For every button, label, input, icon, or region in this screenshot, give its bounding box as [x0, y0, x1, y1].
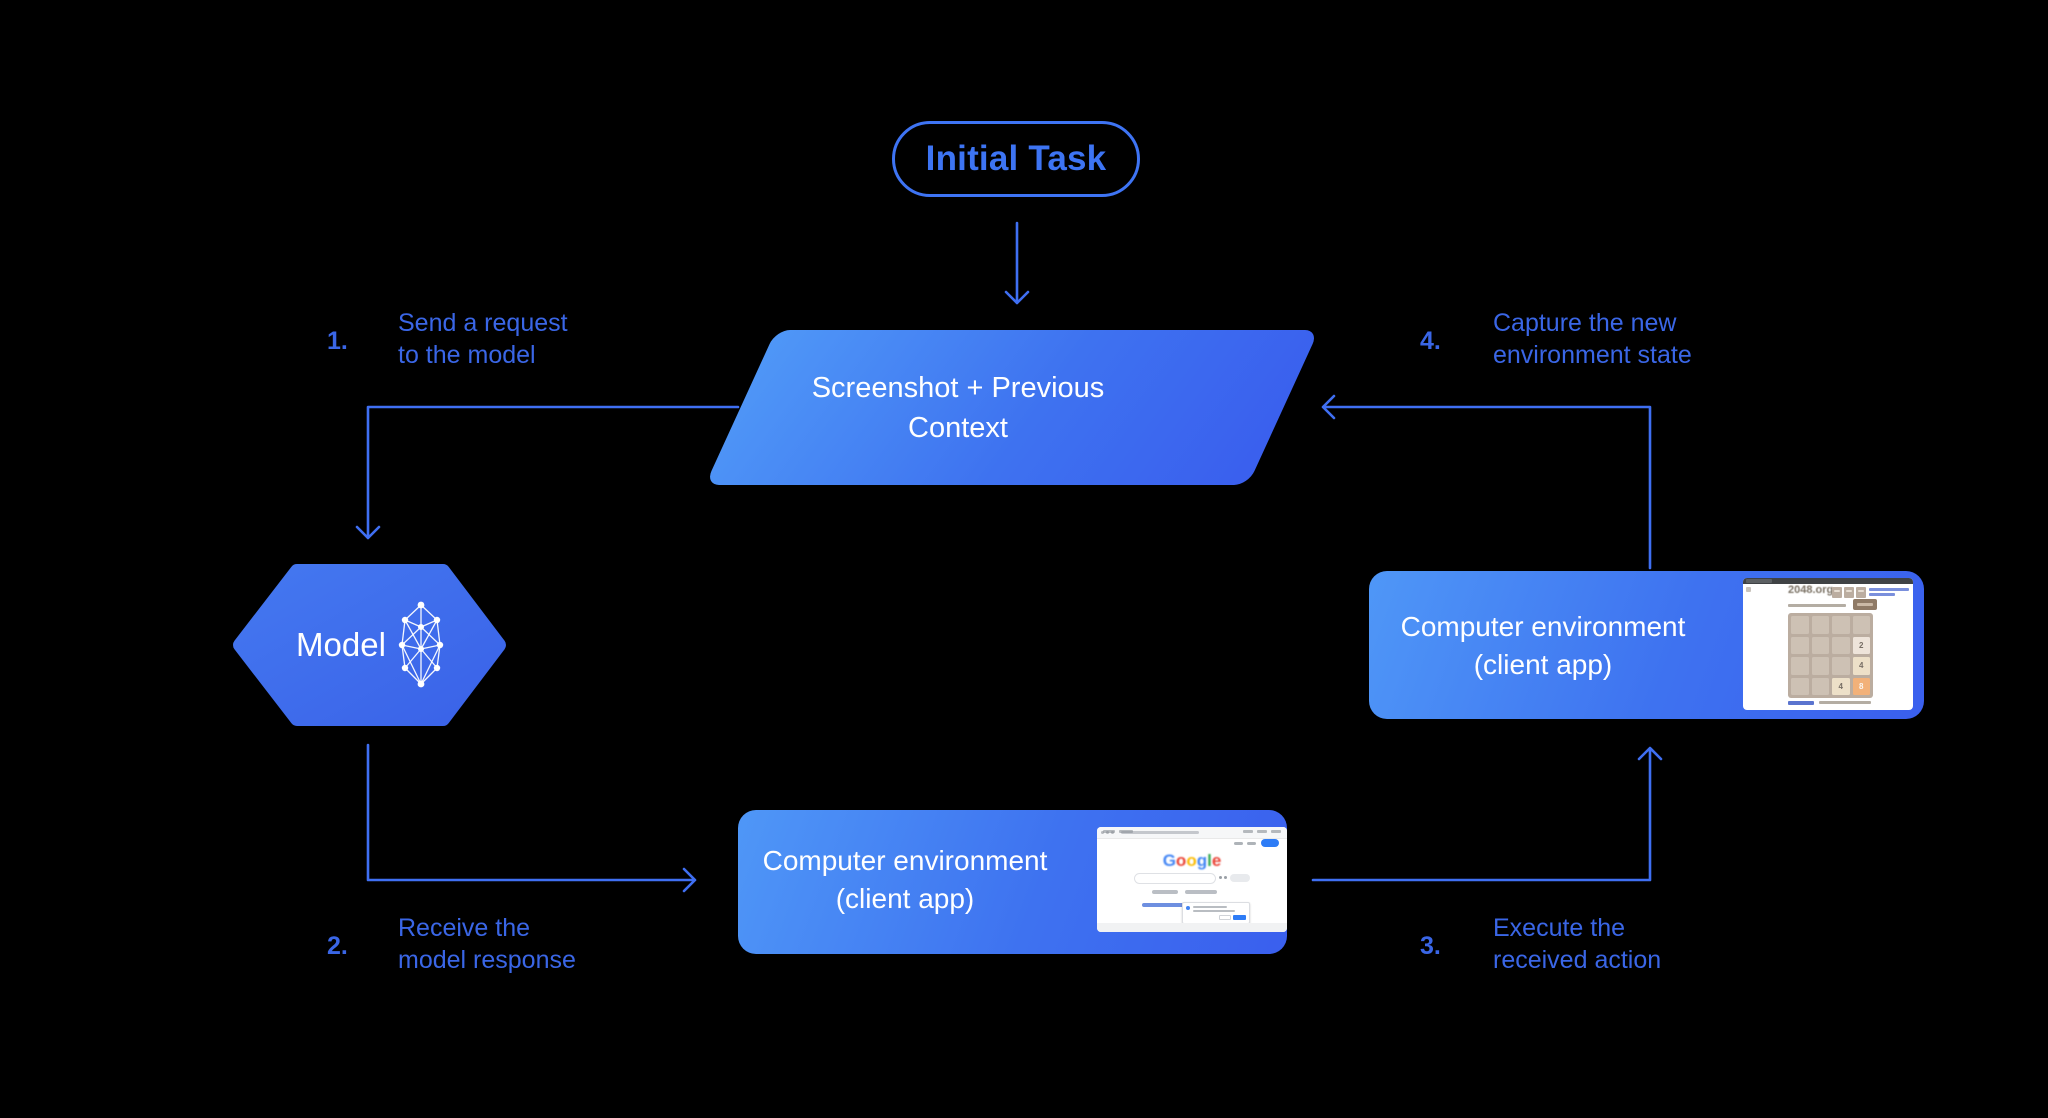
tile-4: 4	[1832, 677, 1850, 695]
context-label: Screenshot + Previous Context	[758, 368, 1158, 448]
empty-cell	[1791, 657, 1809, 675]
window-dot	[1106, 831, 1109, 834]
favicon	[1746, 587, 1751, 592]
empty-cell	[1791, 677, 1809, 695]
env-bottom-line2: (client app)	[835, 883, 975, 914]
dialog-text-line	[1193, 906, 1227, 908]
step-2-label: Receive the model response	[398, 912, 576, 976]
footer-link	[1103, 830, 1115, 833]
env-top-line2: (client app)	[1473, 649, 1613, 680]
empty-cell	[1811, 616, 1829, 634]
search-chip	[1230, 874, 1250, 882]
logo-letter: o	[1175, 851, 1187, 870]
address-bar	[1121, 831, 1199, 834]
google-search-button	[1152, 890, 1178, 894]
logo-letter: l	[1207, 851, 1212, 870]
mic-icon	[1224, 876, 1227, 879]
tile-2: 2	[1852, 636, 1870, 654]
footer-link	[1257, 830, 1267, 833]
mini-browser-chrome	[1743, 578, 1913, 584]
search-icon	[1219, 876, 1222, 879]
neural-network-icon	[398, 601, 444, 688]
env-top-label: Computer environment (client app)	[1369, 608, 1717, 684]
arrow-task-to-context	[1004, 221, 1030, 305]
logo-letter: g	[1196, 851, 1208, 870]
footer-link	[1243, 830, 1253, 833]
score-box	[1832, 587, 1842, 598]
empty-cell	[1832, 616, 1850, 634]
mini-footer	[1097, 923, 1287, 932]
footer-link	[1271, 830, 1281, 833]
step-1-label: Send a request to the model	[398, 307, 568, 371]
step-1-line2: to the model	[398, 341, 536, 369]
empty-cell	[1791, 616, 1809, 634]
logo-letter: o	[1186, 851, 1197, 870]
images-link	[1247, 842, 1256, 845]
arrow-env-to-env	[1311, 746, 1663, 882]
logo-letter: e	[1211, 851, 1222, 870]
env-bottom-label: Computer environment (client app)	[738, 842, 1072, 918]
footer-text	[1819, 701, 1871, 704]
feeling-lucky-button	[1185, 890, 1217, 894]
tile-8: 8	[1852, 677, 1870, 695]
score-box	[1844, 587, 1854, 598]
mini-google-logo: Google	[1097, 851, 1287, 871]
empty-cell	[1791, 636, 1809, 654]
browser-tab	[1746, 579, 1772, 583]
dialog-g-icon	[1186, 906, 1190, 910]
window-dot	[1111, 831, 1114, 834]
step-4-number: 4.	[1420, 327, 1441, 355]
mini-2048-title: 2048.org	[1788, 584, 1834, 596]
footer-link	[1119, 830, 1133, 833]
step-3-number: 3.	[1420, 932, 1441, 960]
how-to-play-link	[1788, 701, 1814, 705]
header-link	[1869, 593, 1895, 596]
dialog-secondary-button	[1219, 915, 1231, 920]
step-1-number: 1.	[327, 327, 348, 355]
step-4-line1: Capture the new	[1493, 309, 1677, 337]
empty-cell	[1811, 657, 1829, 675]
step-2-line1: Receive the	[398, 914, 531, 942]
logo-letter: G	[1162, 851, 1176, 870]
arrow-model-to-env	[366, 743, 697, 893]
empty-cell	[1811, 677, 1829, 695]
step-4-line2: environment state	[1493, 341, 1692, 369]
step-4-label: Capture the new environment state	[1493, 307, 1692, 371]
context-label-line1: Screenshot + Previous	[811, 372, 1105, 404]
step-2-line2: model response	[398, 946, 576, 974]
arrow-env-to-context	[1321, 394, 1652, 570]
empty-cell	[1852, 616, 1870, 634]
score-box	[1856, 587, 1866, 598]
sign-in-button	[1261, 839, 1279, 847]
step-2-number: 2.	[327, 932, 348, 960]
empty-cell	[1811, 636, 1829, 654]
step-3-line1: Execute the	[1493, 914, 1626, 942]
context-label-line2: Context	[908, 412, 1008, 444]
mini-search-bar	[1134, 873, 1216, 884]
dialog-text-line	[1193, 910, 1235, 912]
gmail-link	[1234, 842, 1243, 845]
env-top-line1: Computer environment	[1400, 611, 1686, 642]
model-label: Model	[296, 626, 386, 663]
dialog-primary-button	[1233, 915, 1246, 920]
tile-4: 4	[1852, 657, 1870, 675]
model-hexagon	[233, 564, 506, 726]
mini-screenshot-google: Google	[1097, 827, 1287, 932]
empty-cell	[1832, 657, 1850, 675]
step-1-line1: Send a request	[398, 309, 568, 337]
env-bottom-line1: Computer environment	[762, 845, 1048, 876]
mini-dialog	[1182, 902, 1250, 924]
arrow-context-to-model	[355, 405, 740, 540]
initial-task-node: Initial Task	[892, 121, 1140, 197]
empty-cell	[1832, 636, 1850, 654]
step-3-label: Execute the received action	[1493, 912, 1661, 976]
initial-task-label: Initial Task	[925, 139, 1107, 178]
window-dot	[1101, 831, 1104, 834]
header-link	[1869, 588, 1909, 591]
step-3-line2: received action	[1493, 946, 1662, 974]
instructions-text	[1788, 604, 1846, 607]
new-game-button	[1853, 599, 1877, 610]
